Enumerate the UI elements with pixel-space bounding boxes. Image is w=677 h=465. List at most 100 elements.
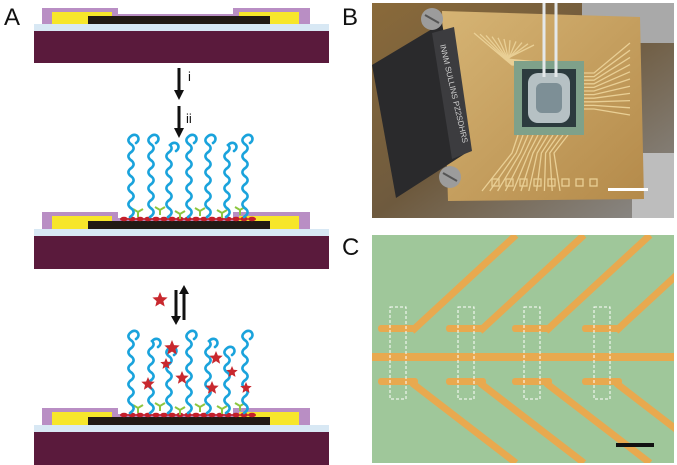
arrow-step-i [174,68,184,100]
pcb-trace [512,134,539,192]
micrograph [372,235,674,463]
pcb-trace [520,134,544,192]
free-analyte-star [152,292,168,307]
pcb-trace [535,134,554,192]
device-bare [34,8,329,63]
polymer-chain [147,133,160,219]
pcb-pad [533,178,542,187]
polymer-chain [127,329,140,415]
linker [216,405,228,414]
pcb-trace [481,134,519,192]
finger-trace [582,378,622,385]
diagonal-trace [613,380,674,433]
bound-analyte-star [240,382,252,393]
scale-bar-c [616,443,654,447]
pcb-trace [584,85,631,96]
anchor-dot [160,412,168,418]
anchor-dot [248,412,256,418]
pcb-trace [497,134,529,192]
linker [132,404,144,413]
step-ii-label: ii [186,111,192,126]
pcb-trace [543,134,559,192]
anchor-dot [200,412,208,418]
bound-analyte-star [164,340,180,355]
anchor-dot [240,412,248,418]
anchor-dot [184,412,192,418]
pcb-pad [575,178,584,187]
linker [132,208,144,217]
center-trace [372,353,674,361]
anchor-dot [192,216,200,222]
anchor-dot [152,216,160,222]
anchor-dot [208,412,216,418]
finger-trace [378,378,418,385]
linker [174,406,186,415]
anchor-dot [168,216,176,222]
diagonal-trace [543,380,653,463]
bound-analyte-star [209,351,223,364]
polymer-chain [147,337,162,415]
polymer-chain [241,329,254,415]
anchor-dot [136,216,144,222]
device-bound [34,329,329,465]
polymer-chain [127,133,140,219]
anchor-dot [240,216,248,222]
polymer-chain [241,133,254,219]
device-photo: INNM SULLINS PZ2SDHRS [372,3,674,218]
pcb-trace [553,134,569,192]
anchor-dot [120,216,128,222]
channel-box [593,306,611,400]
anchor-dot [192,412,200,418]
linker [154,206,166,215]
finger-trace [446,325,486,332]
pcb-trace [489,134,524,192]
pcb-pad [519,178,528,187]
pcb-trace [584,104,631,109]
pcb-pad [547,178,556,187]
linker [174,210,186,219]
diagonal-trace [409,380,519,463]
finger-trace [446,378,486,385]
anchor-dot [248,216,256,222]
pcb-pad [589,178,598,187]
pcb-pad [491,178,500,187]
anchor-dot [232,412,240,418]
pcb-trace [584,64,631,85]
anchor-dot [160,216,168,222]
pcb-trace [584,49,631,78]
pcb-pad [561,178,570,187]
pcb-pad [505,178,514,187]
bound-analyte-star [226,366,238,377]
bound-analyte-star [160,358,172,369]
pcb-trace [528,134,549,192]
bound-analyte-star [141,377,155,390]
pcb-trace [584,56,631,81]
finger-trace [512,378,552,385]
linker [216,209,228,218]
polymer-chain [204,337,219,415]
polymer-chain [204,133,217,219]
finger-trace [378,325,418,332]
equilibrium-arrows [171,285,189,325]
pcb-trace [584,42,631,74]
panel-b-label: B [342,4,359,31]
anchor-dot [136,412,144,418]
channel-box [523,306,541,400]
channel-box [389,306,407,400]
linker [194,403,206,412]
polymer-chain [185,133,198,219]
anchor-dot [200,216,208,222]
pcb-trace [584,99,631,103]
device-functionalized [34,133,329,269]
pcb-trace [584,92,631,99]
linker [194,207,206,216]
anchor-dot [120,412,128,418]
diagonal-trace [477,380,587,463]
polymer-chain [223,141,238,219]
anchor-dot [152,412,160,418]
anchor-dot [232,216,240,222]
diagonal-trace [409,235,519,334]
scale-bar-b [608,188,648,191]
finger-trace [582,325,622,332]
bound-analyte-star [175,371,189,384]
